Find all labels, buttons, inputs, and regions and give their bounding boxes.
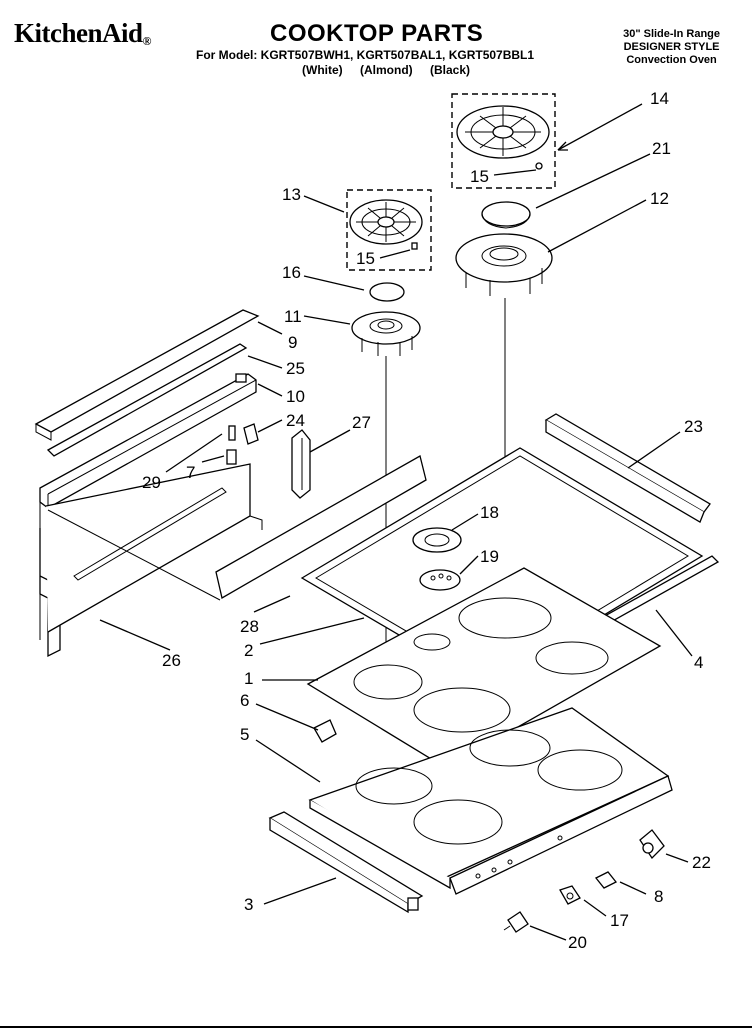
callout-5: 5 xyxy=(240,725,249,744)
callout-7: 7 xyxy=(186,463,195,482)
callout-21: 21 xyxy=(652,139,671,158)
trademark-symbol: ® xyxy=(142,34,152,48)
callout-6: 6 xyxy=(240,691,249,710)
part-11-burner-base xyxy=(351,311,421,356)
callout-15-upper: 15 xyxy=(470,167,489,186)
part-5-burner-box xyxy=(308,707,673,895)
brand-logo: KitchenAid® xyxy=(14,18,152,49)
part-26-back-panel xyxy=(39,463,263,658)
callout-24: 24 xyxy=(286,411,305,430)
leader-lines xyxy=(99,103,693,941)
callout-9: 9 xyxy=(288,333,297,352)
callout-28: 28 xyxy=(240,617,259,636)
part-6-clip xyxy=(313,719,337,743)
part-19-burner-head xyxy=(419,569,461,591)
callout-20: 20 xyxy=(568,933,587,952)
callout-1: 1 xyxy=(244,669,253,688)
callout-13: 13 xyxy=(282,185,301,204)
part-3-front-trim xyxy=(268,811,424,914)
callout-15-lower: 15 xyxy=(356,249,375,268)
part-1-cooktop-glass xyxy=(306,567,662,769)
callout-labels: 14 15 21 12 13 15 16 11 9 25 10 24 27 29… xyxy=(142,89,711,952)
callout-4: 4 xyxy=(694,653,703,672)
callout-23: 23 xyxy=(684,417,703,436)
part-18-burner-ring xyxy=(412,527,462,553)
part-17-electrode xyxy=(559,885,581,905)
callout-3: 3 xyxy=(244,895,253,914)
range-style: DESIGNER STYLE xyxy=(623,41,720,53)
part-22-switch xyxy=(639,829,665,860)
range-info: 30" Slide-In Range DESIGNER STYLE Convec… xyxy=(623,28,720,67)
part-20-igniter xyxy=(503,911,529,933)
callout-18: 18 xyxy=(480,503,499,522)
brand-name: KitchenAid xyxy=(14,18,143,48)
part-24-clip xyxy=(243,423,259,445)
part-10-channel xyxy=(39,373,257,509)
finish-colors: (White) (Almond) (Black) xyxy=(302,63,470,77)
callout-14: 14 xyxy=(650,89,669,108)
callout-26: 26 xyxy=(162,651,181,670)
callout-11: 11 xyxy=(284,307,302,326)
part-14-grate xyxy=(451,93,556,189)
page-border-bottom xyxy=(0,1026,752,1028)
part-28-trim xyxy=(215,455,427,600)
part-13-grate xyxy=(346,189,432,271)
part-27-bracket xyxy=(291,429,311,499)
part-29-screw xyxy=(228,425,236,441)
part-21-burner-cap xyxy=(481,201,531,229)
part-23-rear-trim xyxy=(544,413,711,523)
callout-2: 2 xyxy=(244,641,253,660)
part-25-trim-strip xyxy=(46,343,248,457)
callout-12: 12 xyxy=(650,189,669,208)
callout-16: 16 xyxy=(282,263,301,282)
part-12-burner-base xyxy=(455,233,553,296)
page-title: COOKTOP PARTS xyxy=(270,20,484,47)
range-feature: Convection Oven xyxy=(626,54,717,66)
part-9-trim xyxy=(34,309,260,441)
callout-10: 10 xyxy=(286,387,305,406)
part-8-terminal xyxy=(594,871,618,889)
callout-29: 29 xyxy=(142,473,161,492)
guide-line-26 xyxy=(47,509,221,601)
callout-17: 17 xyxy=(610,911,629,930)
callout-22: 22 xyxy=(692,853,711,872)
callout-19: 19 xyxy=(480,547,499,566)
callout-27: 27 xyxy=(352,413,371,432)
model-numbers: For Model: KGRT507BWH1, KGRT507BAL1, KGR… xyxy=(196,48,535,62)
callout-25: 25 xyxy=(286,359,305,378)
range-type: 30" Slide-In Range xyxy=(623,28,720,40)
part-16-burner-cap xyxy=(369,282,405,302)
callout-8: 8 xyxy=(654,887,663,906)
part-7-spacer xyxy=(226,449,237,465)
